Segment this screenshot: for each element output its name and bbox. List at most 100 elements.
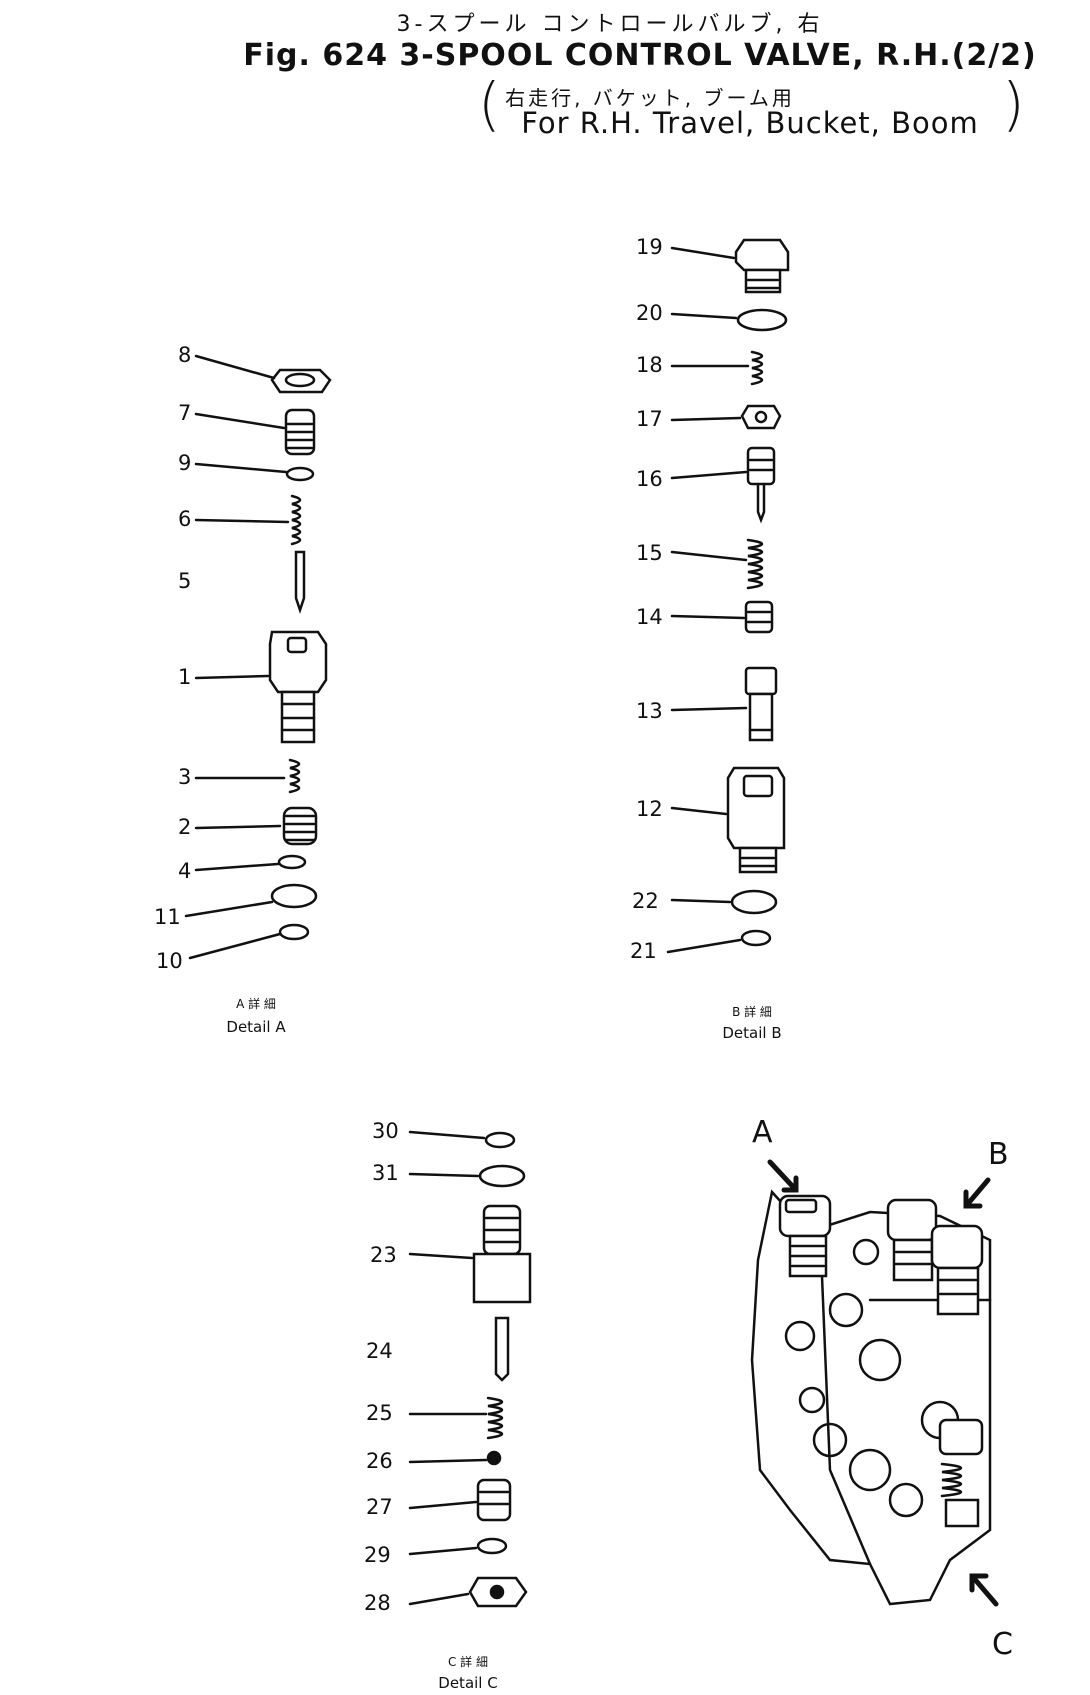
- part-21-o-ring: [740, 929, 772, 947]
- num-c-23: 23: [370, 1243, 397, 1267]
- part-22-o-ring: [730, 889, 778, 915]
- num-c-30: 30: [372, 1119, 399, 1143]
- detail-b-caption: Detail B: [722, 1024, 781, 1042]
- detail-c-caption: Detail C: [438, 1674, 497, 1692]
- part-25-spring: [486, 1396, 504, 1440]
- part-23-body: [472, 1204, 532, 1304]
- num-a-1: 1: [178, 665, 191, 689]
- leader-c-28: [408, 1592, 470, 1606]
- leader-b-12: [670, 806, 728, 816]
- view-letter-c: C: [992, 1627, 1013, 1662]
- view-letter-a: A: [752, 1115, 773, 1150]
- num-a-2: 2: [178, 815, 191, 839]
- leader-a-1: [194, 674, 270, 680]
- part-13-plunger: [744, 666, 778, 742]
- detail-b-caption-jp: B 詳 細: [732, 1004, 772, 1019]
- num-b-15: 15: [636, 541, 663, 565]
- leader-a-6: [194, 518, 290, 524]
- leader-b-13: [670, 706, 748, 712]
- leader-b-20: [670, 312, 738, 320]
- num-b-12: 12: [636, 797, 663, 821]
- leader-b-19: [670, 246, 736, 260]
- num-a-7: 7: [178, 401, 191, 425]
- assembly-cartridge-b1: [886, 1198, 938, 1282]
- leader-c-26: [408, 1458, 488, 1464]
- part-12-body: [726, 766, 786, 874]
- num-a-5: 5: [178, 569, 191, 593]
- leader-b-16: [670, 470, 748, 480]
- leader-a-11: [184, 900, 274, 918]
- part-14-sleeve: [744, 600, 774, 634]
- part-10-o-ring: [278, 923, 310, 941]
- detail-a-group: [184, 354, 332, 960]
- num-c-31: 31: [372, 1161, 399, 1185]
- leader-b-21: [666, 938, 742, 954]
- num-c-26: 26: [366, 1449, 393, 1473]
- part-19-cap: [734, 238, 790, 294]
- part-16-poppet: [746, 446, 776, 524]
- num-a-4: 4: [178, 859, 191, 883]
- num-c-27: 27: [366, 1495, 393, 1519]
- valve-assembly: [750, 1189, 992, 1606]
- part-18-spring: [750, 350, 764, 386]
- leader-c-31: [408, 1172, 480, 1178]
- leader-a-2: [194, 824, 282, 830]
- part-7-cap: [284, 408, 316, 456]
- leader-c-27: [408, 1500, 478, 1510]
- detail-b-group: [666, 238, 790, 954]
- assembly-cartridge-c: [938, 1418, 984, 1528]
- leader-c-23: [408, 1252, 474, 1260]
- part-3-spring: [288, 758, 301, 794]
- num-a-3: 3: [178, 765, 191, 789]
- part-30-o-ring: [484, 1131, 516, 1149]
- title-japanese-line1: 3-スプール コントロールバルブ, 右: [396, 12, 824, 37]
- close-paren: ): [1002, 70, 1025, 138]
- num-c-29: 29: [364, 1543, 391, 1567]
- detail-c-group: [408, 1130, 532, 1608]
- part-8-nut: [270, 368, 332, 394]
- num-c-25: 25: [366, 1401, 393, 1425]
- assembly-cartridge-b2: [930, 1224, 984, 1316]
- part-11-o-ring: [270, 883, 318, 909]
- arrow-c: [969, 1573, 999, 1607]
- leader-b-22: [670, 898, 732, 904]
- assembly-cartridge-a: [778, 1194, 832, 1278]
- part-17-nut: [740, 404, 782, 430]
- num-b-17: 17: [636, 407, 663, 431]
- part-26-ball: [486, 1450, 502, 1466]
- part-20-o-ring: [736, 308, 788, 332]
- num-b-14: 14: [636, 605, 663, 629]
- detail-a-caption-jp: A 詳 細: [236, 996, 276, 1011]
- part-4-o-ring: [277, 854, 307, 870]
- num-b-20: 20: [636, 301, 663, 325]
- part-27-sleeve: [476, 1478, 512, 1522]
- num-c-24: 24: [366, 1339, 393, 1363]
- view-letter-b: B: [988, 1137, 1009, 1172]
- part-6-spring: [290, 494, 302, 546]
- figure-subtitle: For R.H. Travel, Bucket, Boom: [521, 106, 979, 140]
- leader-a-10: [188, 932, 282, 960]
- num-b-18: 18: [636, 353, 663, 377]
- part-15-spring: [746, 538, 764, 590]
- part-2-spring: [282, 806, 318, 846]
- num-b-19: 19: [636, 235, 663, 259]
- open-paren: (: [478, 70, 501, 138]
- part-5-pin: [294, 550, 306, 614]
- num-a-10: 10: [156, 949, 183, 973]
- leader-b-17: [670, 416, 742, 422]
- part-1-valve-body: [268, 630, 328, 744]
- num-a-9: 9: [178, 451, 191, 475]
- leader-a-8: [194, 354, 276, 380]
- arrow-b: [963, 1177, 991, 1209]
- leader-a-4: [194, 862, 280, 872]
- part-9-o-ring: [285, 466, 315, 482]
- num-a-6: 6: [178, 507, 191, 531]
- figure-title: Fig. 624 3-SPOOL CONTROL VALVE, R.H.(2/2…: [243, 38, 1037, 73]
- leader-b-15: [670, 550, 748, 562]
- part-29-o-ring: [476, 1537, 508, 1555]
- leader-b-14: [670, 614, 746, 620]
- num-b-22: 22: [632, 889, 659, 913]
- leader-c-29: [408, 1546, 478, 1556]
- num-b-16: 16: [636, 467, 663, 491]
